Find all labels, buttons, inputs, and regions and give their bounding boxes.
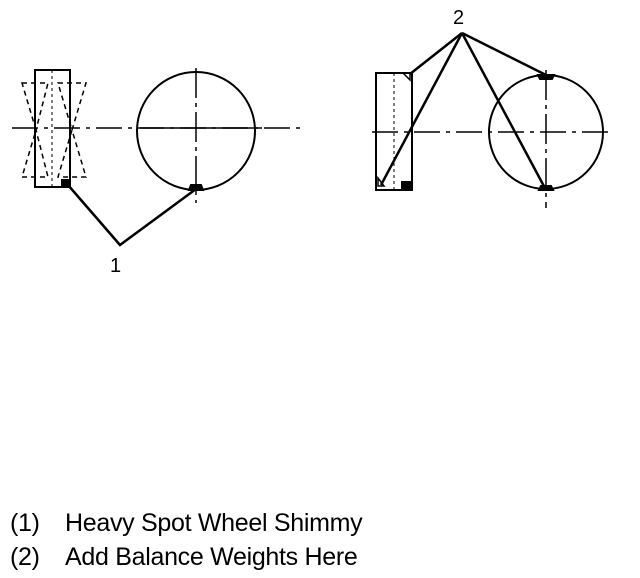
right-tire-top-weight xyxy=(401,72,411,82)
right-tire-bottom-weight xyxy=(401,181,411,190)
callout-1-leader-lines xyxy=(67,184,197,247)
callout-2-leader-to-tire-bottom xyxy=(379,32,464,186)
left-tire-wobble-outline-b xyxy=(56,82,88,178)
legend-item-number: (1) xyxy=(10,509,40,537)
right-tire-bottom-left-weight xyxy=(377,175,386,187)
legend: (1) Heavy Spot Wheel Shimmy (2) Add Bala… xyxy=(10,506,630,574)
right-figure-balance-weights xyxy=(372,31,610,208)
left-figure-heavy-spot xyxy=(12,68,300,247)
legend-item: (1) Heavy Spot Wheel Shimmy xyxy=(10,506,630,540)
callout-label-2: 2 xyxy=(453,7,464,29)
legend-item-number: (2) xyxy=(10,543,40,571)
right-wheel-top-weight xyxy=(536,74,556,80)
callout-label-1: 1 xyxy=(110,255,121,277)
callout-2-leader-to-wheel-bottom xyxy=(460,32,548,191)
left-tire-heavy-spot xyxy=(61,179,71,188)
left-wheel-heavy-spot xyxy=(187,184,205,191)
callout-2-leader-to-tire-top xyxy=(409,32,463,75)
legend-item: (2) Add Balance Weights Here xyxy=(10,540,630,574)
callout-2-leader-to-wheel-top xyxy=(461,31,547,77)
legend-item-text: Add Balance Weights Here xyxy=(65,543,358,571)
legend-item-text: Heavy Spot Wheel Shimmy xyxy=(65,509,363,537)
